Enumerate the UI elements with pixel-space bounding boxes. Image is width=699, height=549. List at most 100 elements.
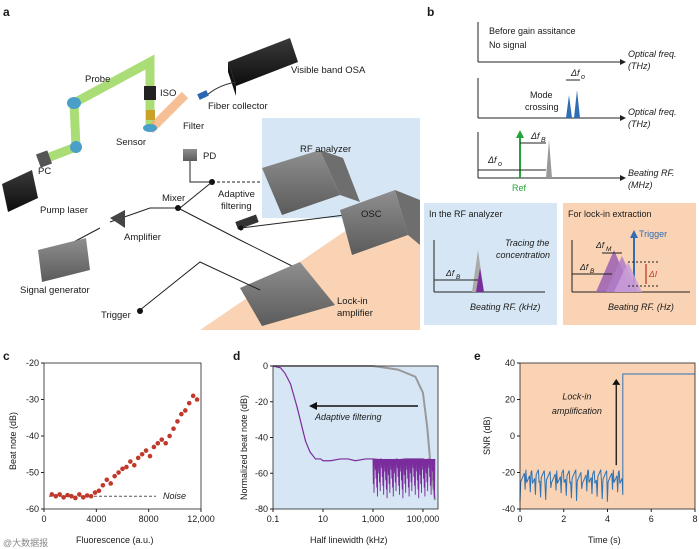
b-before-1: Before gain assitance: [489, 26, 576, 36]
chart-d-xlabel: Half linewidth (kHz): [310, 535, 388, 545]
e-ytick-label: -20: [502, 468, 515, 478]
b-in-rf: In the RF analyzer: [429, 209, 503, 219]
e-xtick-label: 8: [692, 514, 697, 524]
c-point: [116, 470, 121, 475]
b-row-3: Δf B Δf o Ref Beating RF. (MHz): [477, 130, 674, 193]
pump-laser-device: [2, 170, 38, 212]
e-annotation-2: amplification: [552, 406, 602, 416]
e-xtick-label: 2: [561, 514, 566, 524]
b-beating-1: Beating RF.: [628, 168, 674, 178]
label-rf-analyzer: RF analyzer: [300, 144, 351, 155]
d-xtick-label: 1,000: [362, 514, 385, 524]
b-mhz: (MHz): [628, 180, 653, 190]
c-point: [88, 493, 94, 499]
mirror: [70, 141, 82, 153]
b-mode-2: crossing: [525, 102, 559, 112]
d-xtick-label: 10: [318, 514, 328, 524]
label-sensor: Sensor: [116, 137, 146, 148]
c-point: [139, 451, 145, 457]
signal-generator-device: [38, 238, 90, 282]
c-ytick-label: -30: [26, 395, 39, 405]
c-point: [61, 495, 66, 500]
osc-device: [340, 190, 420, 255]
b-delta-i: ΔI: [648, 269, 658, 279]
label-probe: Probe: [85, 74, 110, 85]
label-fiber-collector: Fiber collector: [208, 101, 268, 112]
b-thz-2: (THz): [628, 119, 651, 129]
svg-text:B: B: [590, 268, 595, 275]
c-point: [151, 444, 157, 450]
rf-analyzer-device: [262, 150, 360, 215]
e-annotation-1: Lock-in: [562, 392, 591, 402]
probe-lens: [67, 97, 81, 109]
chart-c-frame: [43, 362, 202, 510]
label-trigger: Trigger: [101, 310, 131, 321]
c-point: [65, 492, 70, 498]
d-ytick-label: -20: [255, 397, 268, 407]
svg-text:M: M: [606, 246, 612, 253]
c-point: [100, 482, 106, 488]
chart-e-xlabel: Time (s): [588, 535, 621, 545]
panel-letter-a: a: [3, 5, 10, 19]
b-delta-fo: Δf: [570, 68, 581, 78]
c-ytick-label: -40: [26, 431, 39, 441]
d-arrow-head: [309, 402, 317, 410]
label-pd: PD: [203, 151, 216, 162]
chart-e-ylabel: SNR (dB): [482, 416, 492, 455]
e-xtick-label: 6: [649, 514, 654, 524]
e-ytick-label: 40: [505, 358, 515, 368]
d-series-purple-noise: [372, 458, 436, 499]
e-ytick-label: 0: [510, 431, 515, 441]
label-pump-laser: Pump laser: [40, 205, 88, 216]
c-point: [112, 473, 117, 479]
c-noise-label: Noise: [163, 491, 186, 501]
c-ytick-label: -60: [26, 504, 39, 514]
panel-letter-d: d: [233, 349, 240, 363]
c-point: [92, 490, 98, 495]
c-point: [147, 453, 153, 459]
b-lockin-box: For lock-in extraction Trigger Δf M Δf B…: [563, 203, 696, 325]
label-iso: ISO: [160, 88, 176, 99]
visible-osa-device: [228, 38, 298, 96]
photodetector: [183, 149, 197, 161]
isolator: [144, 86, 156, 100]
c-point: [183, 408, 188, 413]
d-ytick-label: -40: [255, 433, 268, 443]
c-point: [171, 426, 176, 432]
e-arrow-head: [612, 378, 621, 385]
b-thz-1: (THz): [628, 61, 651, 71]
b-beating-khz: Beating RF. (kHz): [470, 302, 540, 312]
c-point: [84, 493, 90, 498]
watermark: @大数据报: [3, 537, 48, 548]
label-adaptive-2: filtering: [221, 201, 252, 212]
c-point: [155, 441, 161, 446]
b-optical-2: Optical freq.: [628, 107, 677, 117]
c-point: [131, 462, 137, 468]
c-xtick-label: 0: [41, 514, 46, 524]
chart-d-bg: [273, 366, 438, 509]
trigger-node: [137, 308, 143, 314]
svg-text:Δf: Δf: [579, 262, 590, 272]
amplifier-device: [110, 210, 125, 228]
c-point: [57, 492, 62, 497]
b-row-1: Before gain assitance No signal Optical …: [477, 22, 677, 71]
label-pc: PC: [38, 166, 51, 177]
c-point: [143, 448, 149, 453]
c-point: [96, 488, 102, 494]
svg-text:Δf: Δf: [445, 268, 456, 278]
c-point: [194, 397, 200, 402]
b-delta-fb: Δf: [530, 131, 541, 141]
b-tracing-1: Tracing the: [505, 238, 549, 248]
c-point: [104, 477, 110, 483]
b-optical-1: Optical freq.: [628, 49, 677, 59]
c-point: [135, 455, 141, 461]
c-xtick-label: 4000: [86, 514, 106, 524]
c-ytick-label: -50: [26, 468, 39, 478]
d-xtick-label: 0.1: [267, 514, 280, 524]
c-point: [49, 492, 55, 497]
c-xtick-label: 8000: [139, 514, 159, 524]
c-ytick-label: -20: [26, 358, 39, 368]
